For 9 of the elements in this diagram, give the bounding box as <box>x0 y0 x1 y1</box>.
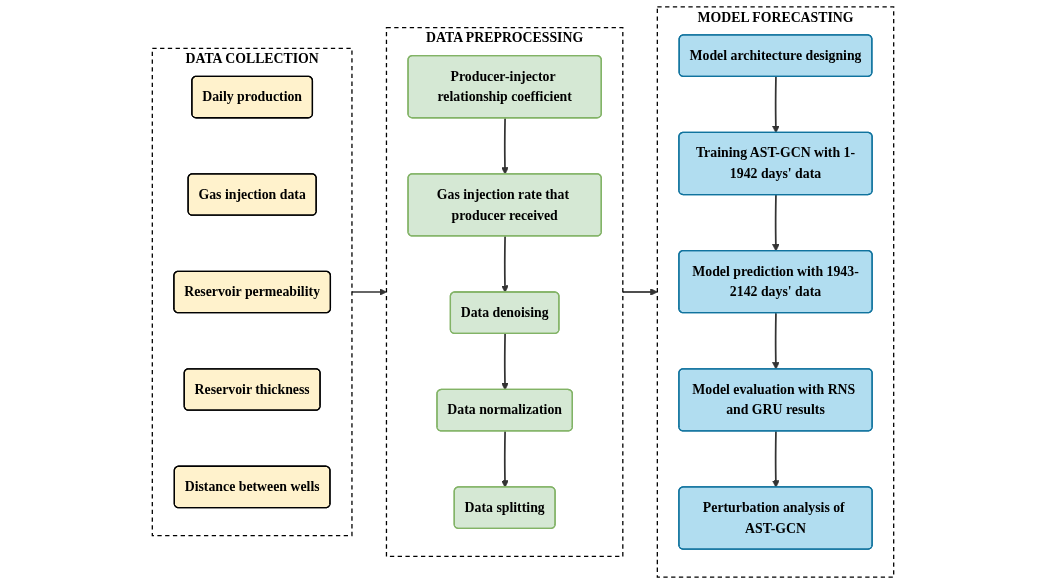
arrow <box>501 235 509 293</box>
arrow <box>772 312 780 370</box>
arrow <box>772 75 780 134</box>
arrow <box>501 332 509 391</box>
arrow <box>501 117 509 175</box>
arrow <box>772 430 780 488</box>
arrow <box>501 430 509 488</box>
arrow <box>351 288 387 296</box>
arrow <box>772 194 780 252</box>
